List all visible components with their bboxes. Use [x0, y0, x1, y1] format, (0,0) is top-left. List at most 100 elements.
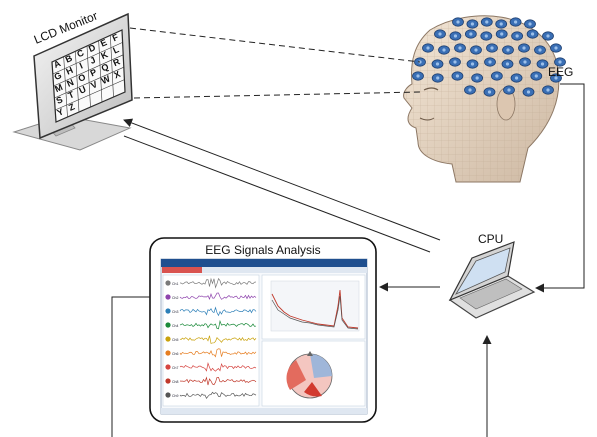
- eeg-electrodes: [412, 17, 566, 97]
- channel-marker: [165, 392, 171, 398]
- head-mesh: [403, 15, 559, 182]
- channel-trace: [179, 335, 257, 344]
- speller-letter: H: [64, 65, 74, 77]
- software-header-bar: [161, 259, 367, 267]
- electrode-center: [455, 74, 460, 78]
- channel-trace: [179, 292, 257, 301]
- grid-line: [121, 29, 126, 93]
- electrode-center: [470, 22, 474, 26]
- electrode-center: [474, 48, 478, 52]
- topomap-blue-region: [310, 354, 332, 378]
- grid-line: [54, 66, 124, 99]
- electrode-center: [436, 76, 440, 80]
- speller-letter: A: [52, 58, 62, 70]
- laptop-cpu: [448, 241, 536, 319]
- grid-line: [55, 91, 126, 123]
- grid-line: [51, 61, 57, 123]
- speller-letter: Z: [67, 101, 77, 113]
- channel-trace: [179, 306, 257, 317]
- electrode-center: [500, 32, 504, 36]
- channel-label: Ch4: [172, 324, 178, 328]
- speller-letter: F: [111, 32, 121, 44]
- arrow-eeg-to-cpu: [535, 83, 585, 293]
- electrode-center: [554, 76, 558, 80]
- speller-letter: V: [89, 79, 99, 91]
- speller-letter: T: [66, 89, 76, 101]
- electrode-center: [426, 46, 430, 50]
- speller-letter: Q: [100, 61, 110, 73]
- electrode-center: [456, 20, 460, 24]
- channel-label: Ch3: [172, 310, 178, 314]
- speller-letter: Y: [55, 106, 65, 118]
- grid-line: [98, 40, 103, 103]
- electrode-center: [488, 60, 492, 64]
- software-status-bar: [161, 408, 367, 414]
- channel-trace: [179, 319, 257, 330]
- topomap-nose: [307, 351, 313, 356]
- channel-trace: [179, 376, 257, 386]
- speller-letter: N: [65, 77, 75, 89]
- electrode-center: [507, 88, 511, 92]
- electrode-center: [514, 76, 519, 80]
- electrode-center: [470, 62, 475, 66]
- electrode-center: [484, 34, 488, 38]
- electrode-center: [442, 48, 446, 52]
- speller-letter: K: [99, 49, 109, 61]
- grid-line: [51, 29, 123, 63]
- electrode-center: [515, 34, 519, 38]
- electrode-center: [485, 20, 489, 24]
- eeg-head: [403, 15, 566, 183]
- channel-trace: [179, 361, 257, 372]
- electrode-center: [453, 60, 457, 64]
- grid-line: [55, 79, 125, 111]
- channel-label: Ch2: [172, 296, 178, 300]
- grid-line: [75, 51, 80, 113]
- speller-letter: L: [111, 44, 121, 56]
- electrode-center: [458, 46, 462, 50]
- connections: [111, 27, 585, 437]
- laptop-screen: [454, 247, 511, 295]
- electrode-center: [468, 88, 472, 92]
- speller-letter: R: [112, 56, 122, 68]
- channel-trace: [179, 391, 257, 400]
- electrode-center: [438, 32, 442, 36]
- electrode-center: [546, 88, 550, 92]
- software-active-tab: [162, 267, 202, 273]
- speller-letter: B: [64, 53, 74, 65]
- channel-trace: [179, 277, 257, 289]
- speller-letter: I: [78, 61, 84, 71]
- signals-panel: [162, 274, 260, 407]
- electrode-center: [538, 48, 542, 52]
- speller-letter: J: [88, 55, 97, 66]
- electrode-center: [453, 34, 458, 38]
- grid-line: [110, 35, 114, 98]
- electrode-center: [546, 34, 550, 38]
- channel-marker: [165, 350, 171, 356]
- analysis-panel: EEG Signals Analysis Ch1Ch2Ch3Ch4Ch5Ch6C…: [149, 237, 377, 423]
- speller-letter: S: [55, 94, 65, 106]
- speller-letter: O: [77, 72, 87, 84]
- channel-label: Ch9: [172, 394, 178, 398]
- eeg-label: EEG: [548, 65, 573, 79]
- electrode-center: [528, 22, 532, 26]
- electrode-center: [495, 74, 499, 78]
- electrode-center: [554, 46, 558, 50]
- speller-letter: X: [112, 69, 122, 81]
- software-tab-strip: [202, 267, 367, 273]
- speller-letter: E: [99, 37, 109, 49]
- channel-label: Ch7: [172, 366, 178, 370]
- topomap-red-region: [286, 360, 306, 390]
- speller-letter: P: [89, 67, 99, 79]
- speller-letter: M: [53, 82, 64, 94]
- line-monitor-to-cpu: [123, 135, 431, 253]
- channel-label: Ch5: [172, 338, 178, 342]
- gaze-line-top: [129, 27, 421, 63]
- cpu-label: CPU: [478, 232, 503, 246]
- channel-marker: [165, 378, 171, 384]
- electrode-center: [522, 46, 526, 50]
- laptop-keyboard: [459, 278, 523, 310]
- line-analysis-down: [111, 296, 150, 437]
